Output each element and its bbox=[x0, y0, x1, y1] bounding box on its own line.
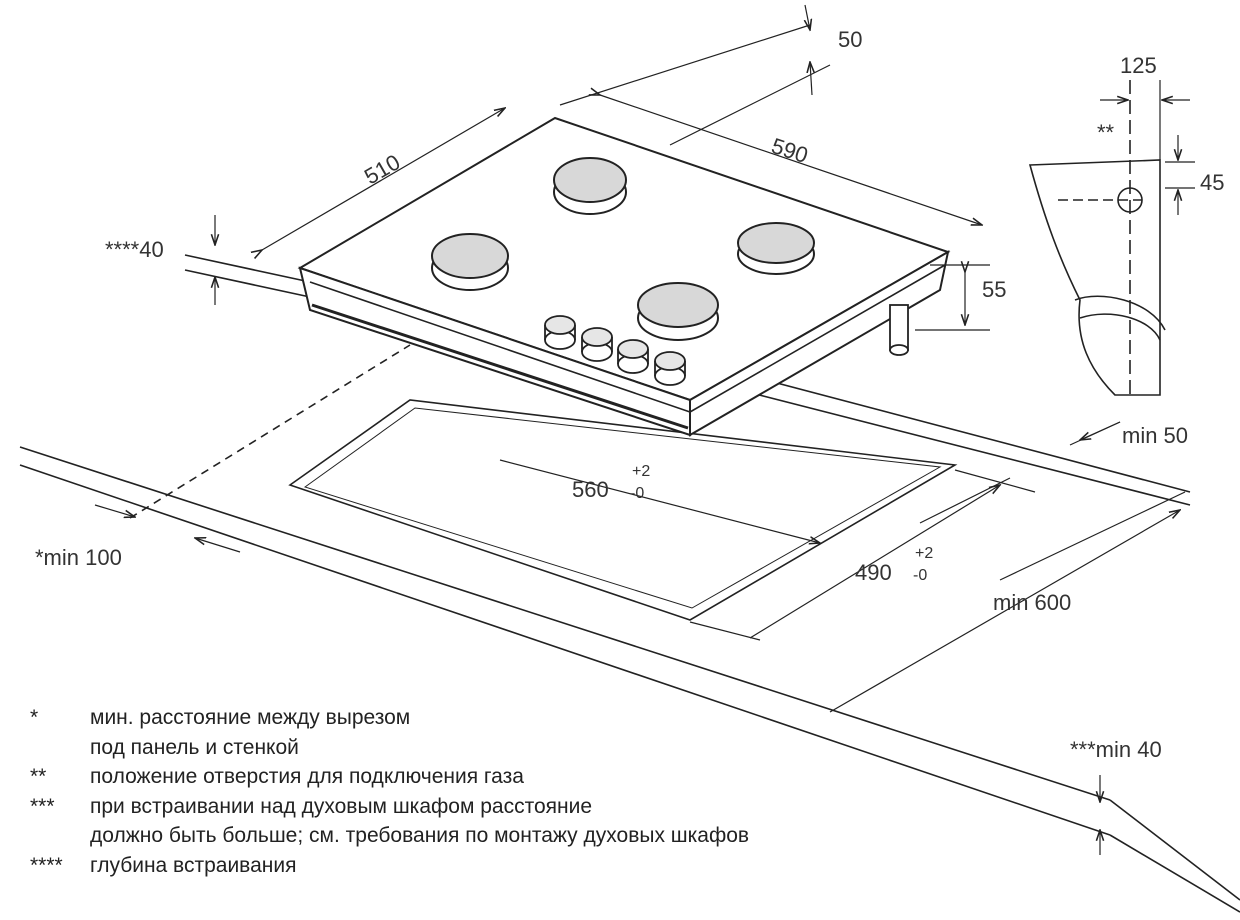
legend-text: должно быть больше; см. требования по мо… bbox=[90, 824, 750, 847]
legend-text: положение отверстия для подключения газа bbox=[90, 765, 524, 788]
legend-text: глубина встраивания bbox=[90, 853, 297, 877]
legend-item: *** при встраивании над духовым шкафом ра… bbox=[30, 792, 749, 822]
gas-inlet-side-view bbox=[1028, 80, 1195, 396]
dim-45: 45 bbox=[1200, 170, 1224, 195]
dim-min-50: min 50 bbox=[1122, 423, 1188, 448]
legend-text: при встраивании над духовым шкафом расст… bbox=[90, 794, 593, 818]
gas-connector bbox=[889, 304, 909, 356]
dim-125: 125 bbox=[1120, 53, 1157, 78]
dim-min-40: ***min 40 bbox=[1070, 737, 1162, 762]
dim-510: 510 bbox=[360, 149, 404, 189]
legend-mark: ** bbox=[30, 765, 47, 788]
legend: * мин. расстояние между вырезом под панел… bbox=[30, 703, 749, 880]
burner-icon bbox=[637, 282, 719, 341]
knob-icon bbox=[654, 351, 686, 386]
worktop-front-edge bbox=[19, 446, 1240, 913]
legend-text: под панель и стенкой bbox=[90, 735, 299, 759]
dim-55: 55 bbox=[982, 277, 1006, 302]
dim-560: 560 bbox=[572, 477, 609, 502]
tol-minus-560: -0 bbox=[630, 485, 644, 502]
dim-min-600: min 600 bbox=[993, 590, 1071, 615]
legend-text: мин. расстояние между вырезом bbox=[90, 706, 411, 729]
tol-plus-490: +2 bbox=[915, 545, 933, 562]
cutout-outline bbox=[288, 399, 958, 621]
dim-590: 590 bbox=[768, 133, 811, 168]
legend-item-cont: должно быть больше; см. требования по мо… bbox=[30, 821, 749, 851]
legend-mark: *** bbox=[30, 794, 55, 818]
legend-item: * мин. расстояние между вырезом bbox=[30, 703, 749, 733]
knob-icon bbox=[581, 327, 613, 362]
dim-50: 50 bbox=[838, 27, 862, 52]
tol-minus-490: -0 bbox=[913, 567, 927, 584]
gas-position-mark: ** bbox=[1097, 120, 1115, 145]
wall-distance-guide bbox=[129, 344, 411, 519]
wall-line bbox=[184, 254, 1191, 506]
burner-icon bbox=[553, 157, 627, 215]
dim-min-100: *min 100 bbox=[35, 545, 122, 570]
legend-item: ** положение отверстия для подключения га… bbox=[30, 762, 749, 792]
legend-item: **** глубина встраивания bbox=[30, 851, 749, 881]
burner-icon bbox=[431, 233, 509, 291]
knob-icon bbox=[544, 315, 576, 350]
legend-item-cont: под панель и стенкой bbox=[30, 733, 749, 763]
burner-icon bbox=[737, 222, 815, 275]
tol-plus-560: +2 bbox=[632, 463, 650, 480]
legend-mark: **** bbox=[30, 853, 63, 877]
legend-mark: * bbox=[30, 706, 39, 729]
knob-icon bbox=[617, 339, 649, 374]
dim-490: 490 bbox=[855, 560, 892, 585]
dim-40-depth: ****40 bbox=[105, 237, 164, 262]
control-knobs bbox=[544, 315, 686, 386]
cutout-inner bbox=[303, 407, 942, 609]
